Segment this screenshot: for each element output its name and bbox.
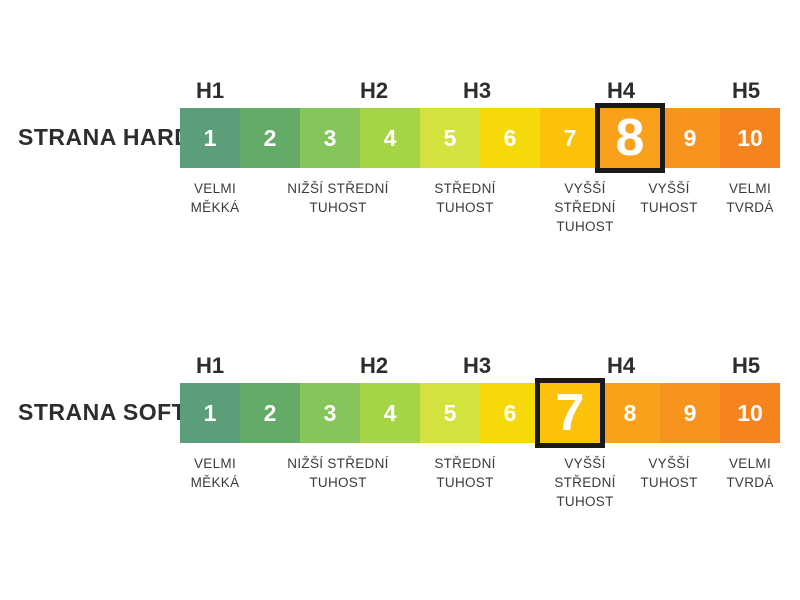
- description-line: VELMI: [193, 456, 237, 471]
- firmness-cell-8: 8: [600, 108, 660, 168]
- cell-number: 5: [443, 124, 457, 151]
- firmness-strip-hard: 1 2 3 4 5 6 7 8 9 10: [180, 108, 780, 168]
- firmness-cell-3: 3: [300, 108, 360, 168]
- firmness-cell-7: 7: [540, 108, 600, 168]
- zone-description-vyssi-stredni: VYŠŠÍ STŘEDNÍ TUHOST: [554, 179, 615, 236]
- description-line: TUHOST: [556, 219, 614, 234]
- firmness-cell-5: 5: [420, 383, 480, 443]
- firmness-cell-3: 3: [300, 383, 360, 443]
- zone-description-stredni: STŘEDNÍ TUHOST: [434, 454, 495, 492]
- firmness-cell-7: 7: [540, 383, 600, 443]
- cell-number: 5: [443, 399, 457, 426]
- firmness-cell-10: 10: [720, 383, 780, 443]
- description-line: TUHOST: [436, 475, 494, 490]
- firmness-cell-2: 2: [240, 383, 300, 443]
- cell-number: 4: [383, 399, 397, 426]
- zone-description-vyssi-stredni: VYŠŠÍ STŘEDNÍ TUHOST: [554, 454, 615, 511]
- cell-number: 9: [683, 124, 697, 151]
- cell-number: 6: [503, 124, 517, 151]
- cell-number: 7: [555, 384, 585, 442]
- firmness-cell-10: 10: [720, 108, 780, 168]
- description-line: VYŠŠÍ: [564, 181, 606, 196]
- zone-description-velmi-tvrda: VELMI TVRDÁ: [726, 179, 773, 217]
- cell-number: 8: [623, 399, 637, 426]
- firmness-cell-6: 6: [480, 383, 540, 443]
- description-line: STŘEDNÍ: [434, 456, 496, 471]
- zone-description-vyssi: VYŠŠÍ TUHOST: [640, 179, 697, 217]
- cell-number: 2: [263, 124, 277, 151]
- description-line: STŘEDNÍ: [554, 475, 616, 490]
- description-line: TUHOST: [640, 200, 698, 215]
- h-zone-label-h4: H4: [606, 78, 636, 103]
- h-zone-label-h1: H1: [195, 353, 225, 378]
- firmness-cell-6: 6: [480, 108, 540, 168]
- h-zone-label-h3: H3: [462, 353, 492, 378]
- zone-description-velmi-tvrda: VELMI TVRDÁ: [726, 454, 773, 492]
- cell-number: 8: [615, 109, 645, 167]
- zone-description-velmi-mekka: VELMI MĚKKÁ: [191, 179, 240, 217]
- description-line: VYŠŠÍ: [648, 456, 690, 471]
- description-line: MĚKKÁ: [190, 200, 240, 215]
- description-line: VELMI: [728, 456, 772, 471]
- cell-number: 3: [323, 124, 337, 151]
- zone-description-stredni: STŘEDNÍ TUHOST: [434, 179, 495, 217]
- description-line: TVRDÁ: [726, 200, 774, 215]
- cell-number: 1: [203, 124, 217, 151]
- zone-description-nizsi-stredni: NIŽŠÍ STŘEDNÍ TUHOST: [287, 179, 388, 217]
- cell-number: 3: [323, 399, 337, 426]
- description-line: VELMI: [728, 181, 772, 196]
- h-zone-label-h5: H5: [731, 353, 761, 378]
- description-line: VYŠŠÍ: [564, 456, 606, 471]
- zone-description-velmi-mekka: VELMI MĚKKÁ: [191, 454, 240, 492]
- cell-number: 4: [383, 124, 397, 151]
- h-zone-label-h5: H5: [731, 78, 761, 103]
- description-line: VELMI: [193, 181, 237, 196]
- cell-number: 6: [503, 399, 517, 426]
- zone-description-vyssi: VYŠŠÍ TUHOST: [640, 454, 697, 492]
- firmness-cell-1: 1: [180, 108, 240, 168]
- description-line: TVRDÁ: [726, 475, 774, 490]
- scale-title-hard: STRANA HARD: [18, 124, 192, 150]
- cell-number: 9: [683, 399, 697, 426]
- firmness-cell-4: 4: [360, 383, 420, 443]
- hardness-scale-soft: STRANA SOFT H1 H2 H3 H4 H5 1 2 3 4 5 6 7…: [0, 353, 800, 568]
- cell-number: 10: [737, 399, 763, 426]
- description-line: MĚKKÁ: [190, 475, 240, 490]
- cell-number: 1: [203, 399, 217, 426]
- h-zone-label-h2: H2: [359, 78, 389, 103]
- firmness-cell-5: 5: [420, 108, 480, 168]
- firmness-cell-4: 4: [360, 108, 420, 168]
- description-line: TUHOST: [309, 200, 367, 215]
- firmness-cell-1: 1: [180, 383, 240, 443]
- h-zone-label-h1: H1: [195, 78, 225, 103]
- description-line: STŘEDNÍ: [434, 181, 496, 196]
- cell-number: 10: [737, 124, 763, 151]
- description-line: STŘEDNÍ: [554, 200, 616, 215]
- description-line: NIŽŠÍ STŘEDNÍ: [287, 456, 389, 471]
- zone-description-nizsi-stredni: NIŽŠÍ STŘEDNÍ TUHOST: [287, 454, 388, 492]
- firmness-cell-2: 2: [240, 108, 300, 168]
- firmness-cell-9: 9: [660, 108, 720, 168]
- firmness-cell-9: 9: [660, 383, 720, 443]
- cell-number: 7: [563, 124, 577, 151]
- scale-title-soft: STRANA SOFT: [18, 399, 187, 425]
- firmness-cell-8: 8: [600, 383, 660, 443]
- description-line: TUHOST: [309, 475, 367, 490]
- description-line: VYŠŠÍ: [648, 181, 690, 196]
- h-zone-label-h2: H2: [359, 353, 389, 378]
- description-line: TUHOST: [640, 475, 698, 490]
- h-zone-label-h3: H3: [462, 78, 492, 103]
- description-line: NIŽŠÍ STŘEDNÍ: [287, 181, 389, 196]
- description-line: TUHOST: [556, 494, 614, 509]
- description-line: TUHOST: [436, 200, 494, 215]
- h-zone-label-h4: H4: [606, 353, 636, 378]
- cell-number: 2: [263, 399, 277, 426]
- firmness-strip-soft: 1 2 3 4 5 6 7 8 9 10: [180, 383, 780, 443]
- hardness-scale-hard: STRANA HARD H1 H2 H3 H4 H5 1 2 3 4 5 6 7…: [0, 78, 800, 293]
